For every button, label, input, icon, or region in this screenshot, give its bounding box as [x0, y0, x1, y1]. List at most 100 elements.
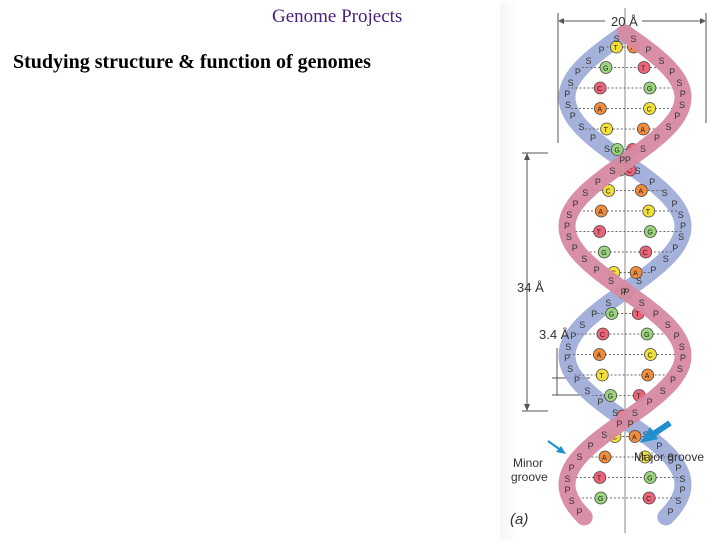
- backbone-letter: P: [572, 199, 578, 209]
- backbone-letter: P: [591, 309, 597, 319]
- backbone-letter: S: [604, 144, 610, 154]
- base-letter: G: [647, 476, 652, 483]
- base-nucleotide: [605, 307, 619, 320]
- backbone-letter: P: [623, 287, 629, 297]
- base-letter: A: [597, 107, 602, 114]
- panel-label: (a): [510, 511, 528, 528]
- backbone-letter: S: [665, 320, 671, 330]
- base-nucleotide: [641, 368, 655, 382]
- backbone-letter: S: [679, 100, 685, 110]
- base-nucleotide: [643, 225, 657, 238]
- backbone-letter: P: [619, 155, 625, 165]
- base-nucleotide: [640, 327, 654, 341]
- backbone-letter: P: [570, 331, 576, 341]
- base-nucleotide: [628, 430, 642, 443]
- slide-title: Genome Projects: [272, 6, 403, 27]
- backbone-letter: P: [564, 221, 570, 231]
- backbone-letter: S: [663, 254, 669, 264]
- base-letter: A: [633, 271, 638, 278]
- slide-subtitle: Studying structure & function of genomes: [13, 51, 371, 73]
- backbone-letter: P: [577, 507, 583, 517]
- backbone-letter: P: [569, 463, 575, 473]
- base-nucleotide: [634, 184, 648, 197]
- base-letter: C: [646, 496, 651, 503]
- backbone-letter: S: [635, 166, 641, 176]
- backbone-letter: P: [674, 111, 680, 121]
- backbone-letter: S: [679, 474, 685, 484]
- backbone-letter: P: [564, 89, 570, 99]
- backbone-letter: P: [616, 419, 622, 429]
- backbone-letter: S: [677, 364, 683, 374]
- backbone-letter: P: [674, 331, 680, 341]
- base-letter: A: [632, 435, 637, 442]
- backbone-letter: P: [590, 133, 596, 143]
- base-nucleotide: [596, 327, 610, 341]
- base-letter: C: [627, 168, 632, 175]
- backbone-letter: S: [612, 408, 618, 418]
- backbone-letter: P: [675, 463, 681, 473]
- backbone-letter: P: [667, 507, 673, 517]
- base-letter: A: [645, 373, 650, 380]
- base-letter: T: [599, 373, 604, 380]
- base-nucleotide: [602, 184, 616, 197]
- backbone-letter: P: [679, 485, 685, 495]
- base-letter: A: [596, 353, 601, 360]
- base-letter: A: [640, 127, 645, 134]
- backbone-letter: S: [636, 276, 642, 286]
- backbone-letter: P: [672, 199, 678, 209]
- backbone-letter: S: [601, 430, 607, 440]
- backbone-letter: P: [670, 375, 676, 385]
- base-letter: C: [606, 189, 611, 196]
- backbone-letter: P: [650, 265, 656, 275]
- base-letter: C: [647, 107, 652, 114]
- minor-groove-label-line1: Minor: [513, 456, 543, 470]
- backbone-letter: P: [628, 419, 634, 429]
- backbone-letter: S: [639, 298, 645, 308]
- base-letter: C: [600, 332, 605, 339]
- minor-groove-arrowhead: [556, 446, 566, 454]
- backbone-letter: P: [680, 89, 686, 99]
- backbone-letter: S: [640, 144, 646, 154]
- backbone-letter: S: [676, 78, 682, 88]
- base-nucleotide: [593, 348, 606, 361]
- backbone-letter: S: [659, 56, 665, 66]
- dimension-arrowheads: [524, 18, 706, 411]
- backbone-letter: P: [647, 397, 653, 407]
- backbone-letter: S: [662, 188, 668, 198]
- major-groove-label: Major groove: [634, 450, 704, 464]
- base-nucleotide: [593, 81, 607, 95]
- base-letter: T: [597, 230, 602, 237]
- backbone-letter: P: [625, 155, 631, 165]
- backbone-letter: S: [568, 78, 574, 88]
- major-groove-arrow: [650, 420, 672, 438]
- backbone-letter: P: [594, 265, 600, 275]
- backbone-letter: P: [653, 309, 659, 319]
- base-nucleotide: [642, 491, 656, 505]
- diameter-label: 20 Å: [611, 14, 638, 29]
- base-nucleotide: [643, 471, 657, 484]
- base-letter: C: [612, 435, 617, 442]
- base-letter: G: [598, 496, 603, 503]
- backbone-letter: S: [577, 452, 583, 462]
- base-nucleotide: [644, 348, 657, 361]
- base-letter: G: [614, 148, 619, 155]
- backbone-letter: S: [630, 34, 636, 44]
- groove-arrows: [547, 420, 672, 454]
- base-letter: T: [641, 66, 646, 73]
- base-letter: T: [604, 127, 609, 134]
- base-letter: T: [642, 455, 647, 462]
- base-letter: T: [613, 45, 618, 52]
- major-groove-arrowhead: [640, 427, 658, 443]
- base-nucleotide: [593, 471, 607, 484]
- base-letter: G: [609, 312, 614, 319]
- base-nucleotide: [599, 61, 613, 74]
- backbone-letter: P: [565, 485, 571, 495]
- base-letter: A: [598, 209, 603, 216]
- base-nucleotide: [610, 143, 624, 156]
- backbone-letter: S: [566, 232, 572, 242]
- backbone-letter: S: [660, 386, 666, 396]
- backbone-letter: S: [565, 342, 571, 352]
